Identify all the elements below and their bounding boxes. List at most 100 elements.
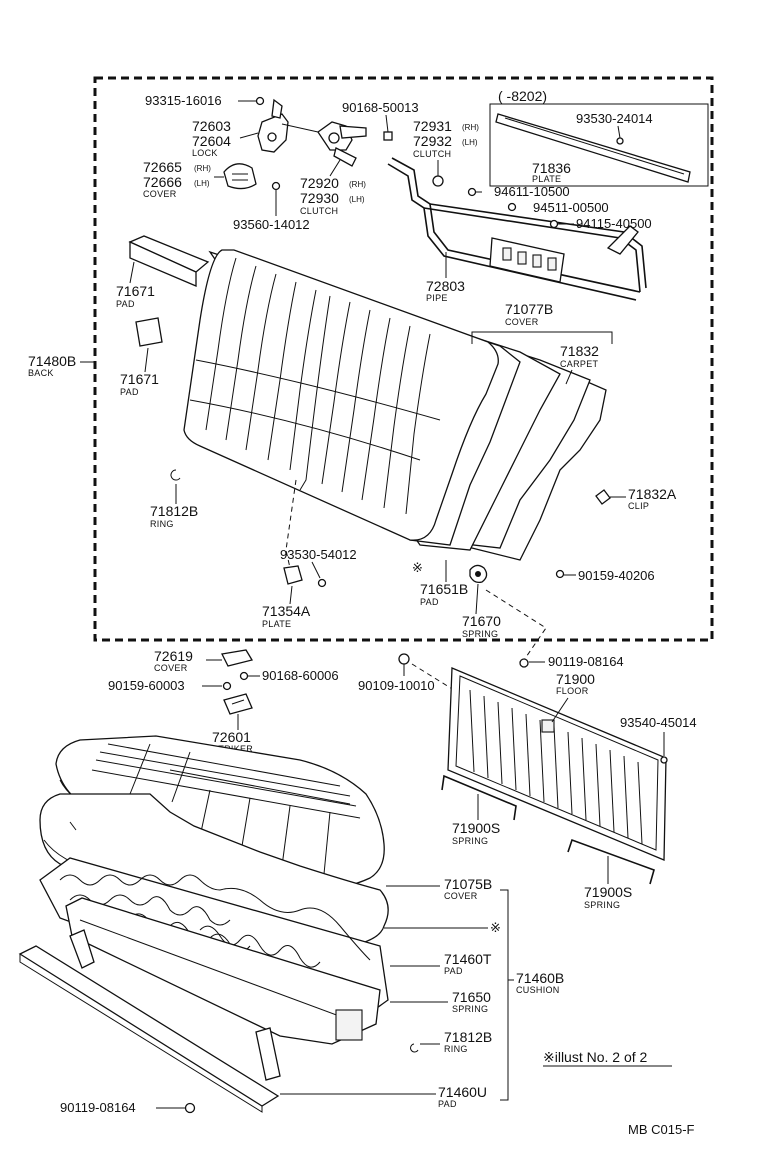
label-71900s-a: 71900S xyxy=(452,820,500,836)
label-plate-2: PLATE xyxy=(262,619,291,629)
label-90109-10010: 90109-10010 xyxy=(358,678,435,693)
bolt-icon xyxy=(519,658,529,668)
range-label: ( -8202) xyxy=(498,88,547,104)
seat-cushion-frame-icon xyxy=(65,897,381,1081)
label-72619: 72619 xyxy=(154,648,193,664)
label-cover-1: COVER xyxy=(143,189,177,199)
label-71900s-b: 71900S xyxy=(584,884,632,900)
label-72930: 72930 xyxy=(300,190,339,206)
nut-icon xyxy=(383,131,393,141)
label-71460b: 71460B xyxy=(516,970,564,986)
leader xyxy=(471,331,613,344)
striker-cover-icon xyxy=(221,649,254,667)
label-clutch-1: CLUTCH xyxy=(413,149,451,159)
label-90159-60003: 90159-60003 xyxy=(108,678,185,693)
screw-icon xyxy=(222,681,232,691)
cushion-bracket xyxy=(500,889,509,1101)
ring-icon xyxy=(170,469,181,481)
label-71460t: 71460T xyxy=(444,951,492,967)
label-93540-45014: 93540-45014 xyxy=(620,715,697,730)
label-cover-4: COVER xyxy=(444,891,478,901)
leader xyxy=(311,561,321,579)
label-71650: 71650 xyxy=(452,989,491,1005)
label-72930-lh: (LH) xyxy=(349,195,365,204)
seat-back-cover-icon xyxy=(183,249,499,541)
label-plate-1: PLATE xyxy=(532,174,561,184)
label-cover-3: COVER xyxy=(154,663,188,673)
label-71836: 71836 xyxy=(532,160,571,176)
pad-71671-top-icon xyxy=(128,235,210,287)
label-spring-c: SPRING xyxy=(584,900,620,910)
washer-icon xyxy=(467,187,477,197)
leader xyxy=(239,132,259,139)
leader xyxy=(385,114,389,133)
label-71671-a: 71671 xyxy=(116,283,155,299)
screw-icon xyxy=(271,181,281,191)
screw-icon xyxy=(616,137,624,145)
leader xyxy=(475,583,479,615)
label-ring-a: RING xyxy=(150,519,174,529)
label-72931: 72931 xyxy=(413,118,452,134)
spring-71670-icon xyxy=(469,564,488,584)
striker-icon xyxy=(223,693,253,715)
clutch-part-icon xyxy=(317,121,367,167)
label-back: BACK xyxy=(28,368,54,378)
label-71077b: 71077B xyxy=(505,301,553,317)
label-pad-e: PAD xyxy=(438,1099,457,1109)
spring-71900s-a-icon xyxy=(441,774,517,821)
label-71354a: 71354A xyxy=(262,603,311,619)
label-94511-00500: 94511-00500 xyxy=(533,200,609,215)
diagram-code: MB C015-F xyxy=(628,1122,695,1137)
label-71832: 71832 xyxy=(560,343,599,359)
label-93560-14012: 93560-14012 xyxy=(233,217,310,232)
label-pad-a: PAD xyxy=(116,299,135,309)
label-spring-b: SPRING xyxy=(452,836,488,846)
label-72803: 72803 xyxy=(426,278,465,294)
floor-71900-icon xyxy=(447,667,667,861)
handle-cover-icon xyxy=(223,163,257,190)
leader xyxy=(144,347,149,373)
bolt-icon xyxy=(239,671,249,681)
label-72920-rh: (RH) xyxy=(349,180,366,189)
label-pad-b: PAD xyxy=(120,387,139,397)
label-90159-40206: 90159-40206 xyxy=(578,568,655,583)
leader xyxy=(565,369,573,385)
label-72603: 72603 xyxy=(192,118,231,134)
label-94115-40500: 94115-40500 xyxy=(576,216,652,231)
screw-icon xyxy=(660,756,668,764)
label-93530-54012: 93530-54012 xyxy=(280,547,357,562)
nut-icon xyxy=(398,653,410,665)
label-71671-b: 71671 xyxy=(120,371,159,387)
label-71460u: 71460U xyxy=(438,1084,487,1100)
lock-part-icon xyxy=(257,98,319,153)
label-clip: CLIP xyxy=(628,501,649,511)
label-72601: 72601 xyxy=(212,729,251,745)
ring-icon-2 xyxy=(410,1043,419,1053)
pad-71460u-icon xyxy=(18,945,280,1107)
pad-71671-small-icon xyxy=(135,317,163,347)
label-cushion: CUSHION xyxy=(516,985,560,995)
clutch-ring-icon xyxy=(432,175,444,187)
label-71670: 71670 xyxy=(462,613,501,629)
label-72665-rh: (RH) xyxy=(194,164,211,173)
screw-icon xyxy=(555,569,565,579)
pipe-72803-icon xyxy=(387,157,647,301)
label-72932-lh: (LH) xyxy=(462,138,478,147)
leader xyxy=(551,697,569,723)
label-90119-08164-a: 90119-08164 xyxy=(548,654,624,669)
label-carpet: CARPET xyxy=(560,359,599,369)
leader xyxy=(329,159,341,177)
label-71480b: 71480B xyxy=(28,353,76,369)
bolt-icon xyxy=(184,1102,196,1114)
label-72666: 72666 xyxy=(143,174,182,190)
label-71075b: 71075B xyxy=(444,876,492,892)
plate-71354a-icon xyxy=(283,565,303,585)
spring-71900s-b-icon xyxy=(567,838,655,885)
label-93530-24014: 93530-24014 xyxy=(576,111,653,126)
label-pad-d: PAD xyxy=(444,966,463,976)
label-ring-b: RING xyxy=(444,1044,468,1054)
label-pipe: PIPE xyxy=(426,293,448,303)
nut-icon xyxy=(507,202,517,212)
label-clutch-2: CLUTCH xyxy=(300,206,338,216)
